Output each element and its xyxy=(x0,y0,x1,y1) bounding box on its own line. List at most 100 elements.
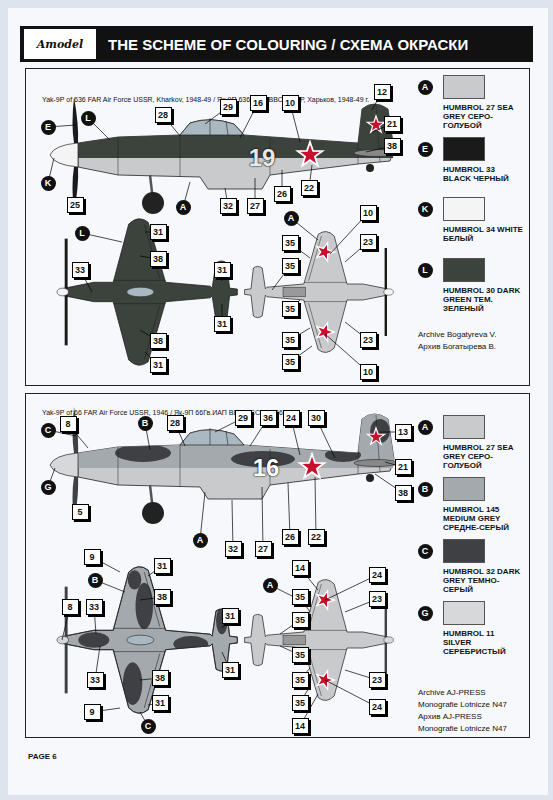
callout-number: 9 xyxy=(84,704,101,720)
callout-number: 23 xyxy=(369,591,386,607)
callout-number: 33 xyxy=(87,672,104,688)
callout-number: 35 xyxy=(282,258,299,274)
colour-letter: B xyxy=(418,482,433,497)
page-number: PAGE 6 xyxy=(28,752,57,761)
callout-number: 14 xyxy=(292,718,309,734)
colour-letter: B xyxy=(138,416,153,431)
callout-number: 26 xyxy=(274,186,291,202)
colour-letter: C xyxy=(41,423,56,438)
colour-swatch xyxy=(443,75,485,99)
callout-number: 9 xyxy=(84,549,101,565)
colour-letter: C xyxy=(418,544,433,559)
maker-logo: Amodel xyxy=(37,38,83,51)
callout-number: 25 xyxy=(67,197,84,213)
colour-swatch xyxy=(443,258,485,282)
paint-name: HUMBROL 27 SEA GREY СЕРО-ГОЛУБОЙ xyxy=(443,103,523,130)
callout-number: 24 xyxy=(369,699,386,715)
colour-letter: C xyxy=(141,719,156,734)
callout-number: 38 xyxy=(152,670,169,686)
callout-number: 38 xyxy=(154,589,171,605)
callout-number: 38 xyxy=(384,138,401,154)
colour-letter: A xyxy=(193,533,208,548)
colour-letter: A xyxy=(176,200,191,215)
aircraft-number: 19 xyxy=(249,145,276,171)
callout-number: 27 xyxy=(247,198,264,214)
archive-note: Archive AJ-PRESS xyxy=(418,688,486,698)
colour-swatch xyxy=(443,137,485,161)
callout-number: 38 xyxy=(395,485,412,501)
callout-number: 33 xyxy=(86,599,103,615)
callout-number: 31 xyxy=(150,357,167,373)
aircraft-number: 16 xyxy=(253,455,280,481)
callout-number: 35 xyxy=(292,647,309,663)
callout-number: 10 xyxy=(282,95,299,111)
colour-letter: A xyxy=(418,80,433,95)
paint-name: HUMBROL 32 DARK GREY ТЕМНО-СЕРЫЙ xyxy=(443,567,523,594)
callout-number: 23 xyxy=(360,234,377,250)
colour-letter: A xyxy=(418,420,433,435)
callout-number: 28 xyxy=(155,107,172,123)
callout-number: 35 xyxy=(282,354,299,370)
callout-number: 8 xyxy=(62,599,79,615)
callout-number: 16 xyxy=(250,95,267,111)
callout-number: 31 xyxy=(222,662,239,678)
callout-number: 31 xyxy=(150,224,167,240)
paint-name: HUMBROL 30 DARK GREEN ТЕМ. ЗЕЛЕНЫЙ xyxy=(443,286,523,313)
colour-letter: G xyxy=(418,606,433,621)
colour-letter: A xyxy=(263,578,278,593)
callout-number: 14 xyxy=(292,560,309,576)
callout-number: 21 xyxy=(384,116,401,132)
colour-swatch xyxy=(443,601,485,625)
callout-number: 36 xyxy=(260,410,277,426)
colour-swatch xyxy=(443,539,485,563)
callout-number: 24 xyxy=(283,410,300,426)
callout-number: 10 xyxy=(360,205,377,221)
callout-number: 38 xyxy=(150,333,167,349)
paint-name: HUMBROL 145 MEDIUM GREY СРЕДНЕ-СЕРЫЙ xyxy=(443,505,523,532)
archive-note: Archive Bogatyreva V. xyxy=(418,330,496,340)
archive-note: Monografie Lotnicze N47 xyxy=(418,700,507,710)
paint-name: HUMBROL 34 WHITE БЕЛЫЙ xyxy=(443,225,523,243)
callout-number: 31 xyxy=(154,558,171,574)
paint-name: HUMBROL 33 BLACK ЧЕРНЫЙ xyxy=(443,165,523,183)
callout-number: 22 xyxy=(301,180,318,196)
callout-number: 13 xyxy=(395,424,412,440)
callout-number: 31 xyxy=(152,695,169,711)
callout-number: 27 xyxy=(255,541,272,557)
callout-number: 29 xyxy=(220,99,237,115)
callout-number: 35 xyxy=(282,301,299,317)
colour-swatch xyxy=(443,415,485,439)
callout-number: 32 xyxy=(220,198,237,214)
callout-number: 26 xyxy=(282,529,299,545)
callout-number: 38 xyxy=(150,251,167,267)
colour-letter: G xyxy=(41,480,56,495)
paint-name: HUMBROL 27 SEA GREY СЕРО-ГОЛУБОЙ xyxy=(443,443,523,470)
callout-number: 21 xyxy=(395,459,412,475)
callout-number: 35 xyxy=(292,589,309,605)
leader-line xyxy=(262,487,263,549)
callout-number: 28 xyxy=(167,415,184,431)
callout-number: 31 xyxy=(214,316,231,332)
colour-letter: L xyxy=(418,263,433,278)
colour-letter: E xyxy=(41,120,56,135)
colour-letter: L xyxy=(75,226,90,241)
callout-number: 23 xyxy=(360,332,377,348)
page-title: THE SCHEME OF COLOURING / СХЕМА ОКРАСКИ xyxy=(108,36,468,53)
callout-number: 35 xyxy=(292,672,309,688)
callout-number: 30 xyxy=(308,410,325,426)
colour-swatch xyxy=(443,477,485,501)
colour-letter: K xyxy=(418,202,433,217)
colour-letter: K xyxy=(41,176,56,191)
archive-note: Архив AJ-PRESS xyxy=(418,712,482,722)
callout-number: 35 xyxy=(282,332,299,348)
callout-number: 33 xyxy=(72,262,89,278)
colour-letter: A xyxy=(284,211,299,226)
leader-line xyxy=(315,477,316,537)
callout-number: 12 xyxy=(374,84,391,100)
callout-number: 32 xyxy=(225,541,242,557)
callout-number: 29 xyxy=(235,410,252,426)
callout-number: 31 xyxy=(222,608,239,624)
colour-letter: L xyxy=(81,111,96,126)
archive-note: Архив Богатырева В. xyxy=(418,342,496,352)
